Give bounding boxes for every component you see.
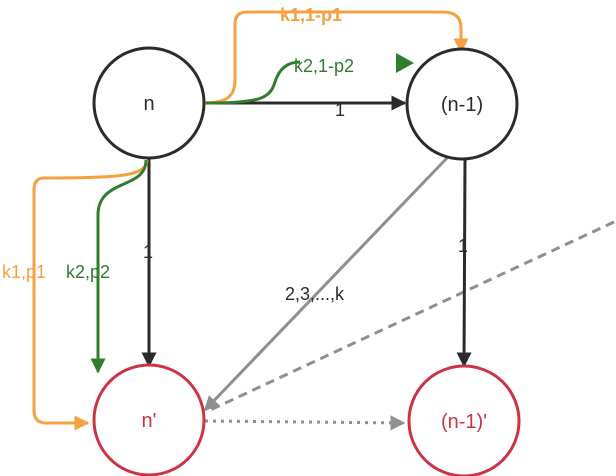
- edge-n-minus-1-to-n-minus-1-prime: [456, 159, 472, 368]
- node-n-minus-1-label: (n-1): [441, 94, 483, 116]
- node-n-label: n: [143, 93, 154, 115]
- edge-n-minus-1-to-n-prime: [203, 156, 449, 412]
- label-one-right: 1: [458, 236, 468, 256]
- edge-orange-n-to-n-prime: [32, 159, 149, 431]
- label-one-top: 1: [335, 100, 345, 120]
- green-arrow-head-top: [396, 53, 414, 73]
- node-n-prime: n': [92, 363, 206, 476]
- label-k1-1-minus-p1: k1,1-p1: [280, 5, 342, 25]
- edge-n-prime-to-n-minus-1-prime: [204, 415, 406, 431]
- node-n-prime-label: n': [142, 410, 157, 432]
- node-n-minus-1-prime-label: (n-1)': [441, 411, 487, 433]
- label-one-left: 1: [143, 242, 153, 262]
- label-k1-p1: k1,p1: [2, 262, 46, 282]
- node-n-minus-1-prime: (n-1)': [407, 364, 521, 476]
- node-n: n: [92, 46, 206, 160]
- edge-offscreen-to-n-prime: [205, 220, 615, 414]
- label-k2-1-minus-p2: k2,1-p2: [294, 56, 354, 76]
- label-two-to-k: 2,3,...,k: [285, 284, 345, 304]
- edge-green-n-to-n-prime: [90, 159, 148, 374]
- node-n-minus-1: (n-1): [405, 47, 519, 161]
- edge-orange-n-to-n-minus-1: [201, 10, 469, 105]
- label-k2-p2: k2,p2: [66, 262, 110, 282]
- edge-green-n-to-n-minus-1: [205, 60, 301, 105]
